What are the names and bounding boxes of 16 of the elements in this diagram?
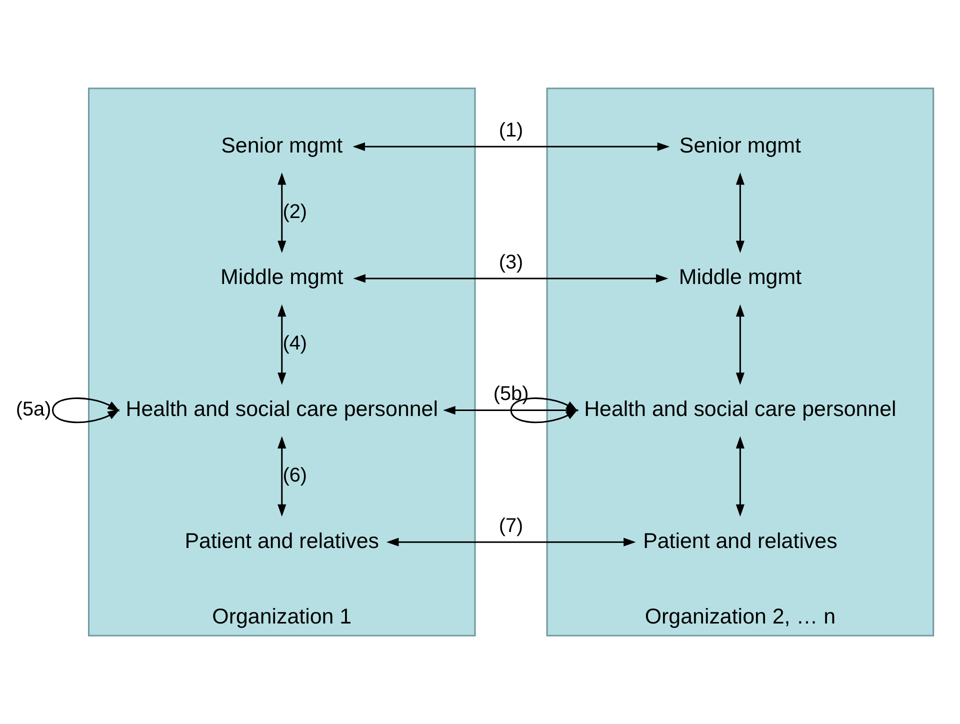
node-text: Middle mgmt: [678, 265, 802, 290]
edge-label: (7): [498, 514, 524, 537]
node-text: Middle mgmt: [220, 265, 344, 290]
edge-label: (3): [498, 251, 524, 274]
edge-label: (4): [282, 332, 308, 355]
node-text: Senior mgmt: [679, 133, 801, 158]
node-text: Patient and relatives: [184, 528, 380, 553]
node-text: Health and social care personnel: [584, 396, 896, 421]
node-text: Senior mgmt: [221, 133, 343, 158]
edge-label: (6): [282, 464, 308, 486]
edge-label: (1): [498, 120, 524, 142]
edge-label: (5b): [493, 383, 529, 406]
node-text: Health and social care personnel: [126, 396, 438, 421]
edge-label: (5a): [16, 398, 52, 420]
edge-label: (2): [282, 200, 308, 223]
node-text: Patient and relatives: [643, 528, 838, 553]
